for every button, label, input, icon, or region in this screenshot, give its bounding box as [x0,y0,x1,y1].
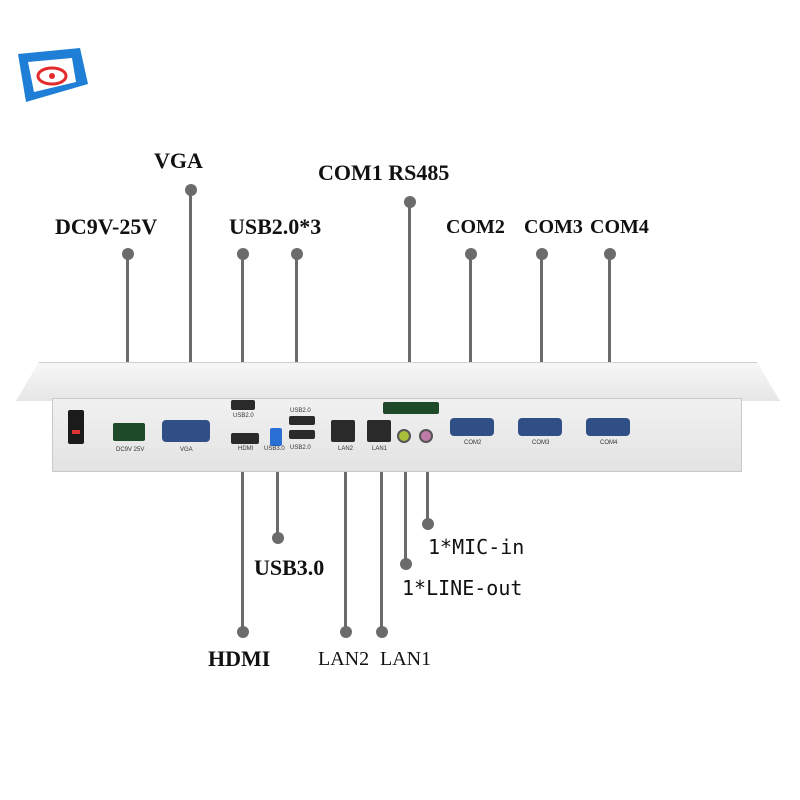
vga-port [162,420,210,442]
com1-leader-line [408,202,411,404]
panel-label-dc: DC9V 25V [116,447,145,453]
lan2-leader-dot [340,626,352,638]
lan1-leader-line [380,452,383,632]
com3-leader-line [540,254,543,418]
lineout-leader-dot [400,558,412,570]
usb2-leader-line-a [241,254,244,400]
label-vga: VGA [154,148,203,173]
panel-label-com3: COM3 [532,440,550,446]
com2-leader-line [469,254,472,418]
usb2-port-c [289,430,315,439]
usb2-leader-line-b [295,254,298,410]
mic-jack [419,429,433,443]
label-dc: DC9V-25V [55,214,158,239]
label-mic: 1*MIC-in [428,535,525,559]
panel-label-usb2-a: USB2.0 [233,413,254,419]
lan2-leader-line [344,452,347,632]
com3-port [518,418,562,436]
hdmi-leader-line [241,452,244,632]
lineout-leader-line [404,452,407,564]
lan1-leader-dot [376,626,388,638]
panel-label-usb3: USB3.0 [264,446,285,452]
label-lan1: LAN1 [380,648,432,670]
lineout-jack [397,429,411,443]
com4-leader-line [608,254,611,418]
panel-label-hdmi: HDMI [238,446,254,452]
brand-logo [10,44,92,106]
power-switch [68,410,84,444]
dc-connector [113,423,145,441]
mic-leader-dot [422,518,434,530]
panel-label-lan2: LAN2 [338,446,354,452]
hdmi-port [231,433,259,444]
hdmi-leader-dot [237,626,249,638]
label-usb2: USB2.0*3 [229,214,322,239]
lan2-port [331,420,355,442]
label-com3: COM3 [524,216,583,238]
mic-leader-line [426,452,429,524]
label-com2: COM2 [446,216,505,238]
label-usb3: USB3.0 [254,555,325,580]
panel-label-com2: COM2 [464,440,482,446]
usb2-port-b [289,416,315,425]
panel-label-usb2-b: USB2.0 [290,408,311,414]
label-lan2: LAN2 [318,648,370,670]
panel-label-vga: VGA [180,447,193,453]
label-com4: COM4 [590,216,649,238]
label-lineout: 1*LINE-out [402,576,523,600]
panel-label-com4: COM4 [600,440,618,446]
usb3-leader-line [276,452,279,536]
usb3-leader-dot [272,532,284,544]
com1-terminal-block [383,402,439,414]
usb3-port [270,428,282,446]
com2-port [450,418,494,436]
lan1-port [367,420,391,442]
label-com1: COM1 RS485 [318,160,450,185]
usb2-port-a [231,400,255,410]
panel-bezel [16,362,780,401]
label-hdmi: HDMI [208,646,271,671]
panel-label-lan1: LAN1 [372,446,388,452]
dc-leader-line [126,254,129,424]
panel-label-usb2-c: USB2.0 [290,445,311,451]
com4-port [586,418,630,436]
vga-leader-line [189,190,192,418]
